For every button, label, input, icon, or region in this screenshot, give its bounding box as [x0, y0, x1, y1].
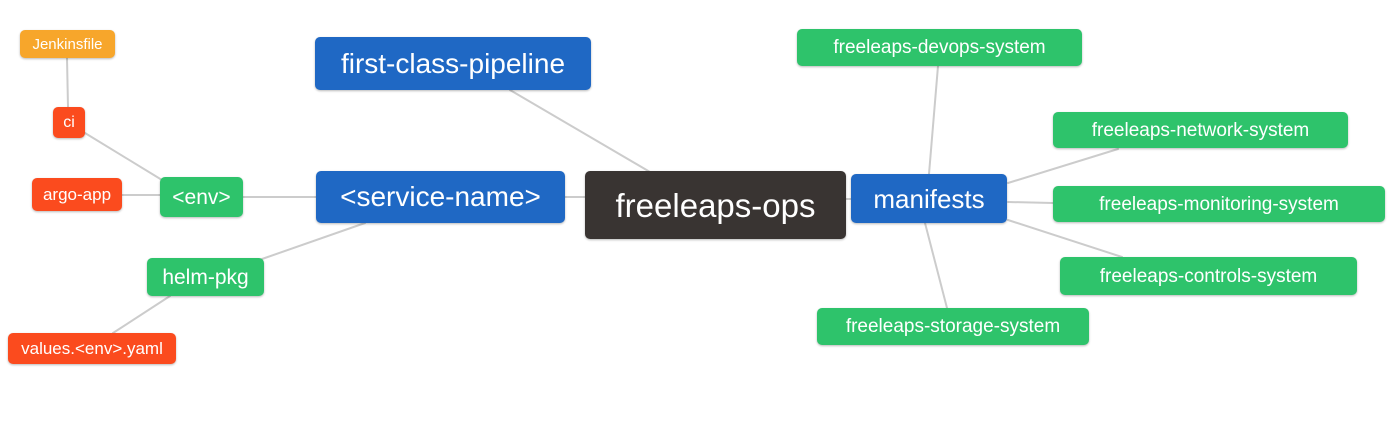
edge-manifests-storage	[924, 222, 948, 309]
edge-jenkinsfile-ci	[66, 57, 69, 108]
node-jenkinsfile[interactable]: Jenkinsfile	[20, 30, 115, 58]
node-ci[interactable]: ci	[53, 107, 85, 138]
node-freeleaps-ops[interactable]: freeleaps-ops	[585, 171, 846, 239]
node-controls-system[interactable]: freeleaps-controls-system	[1060, 257, 1357, 295]
node-argo-app[interactable]: argo-app	[32, 178, 122, 211]
edge-manifests-devops	[928, 65, 939, 175]
edge-ci-env	[84, 132, 163, 181]
node-manifests[interactable]: manifests	[851, 174, 1007, 223]
node-storage-system[interactable]: freeleaps-storage-system	[817, 308, 1089, 345]
node-devops-system[interactable]: freeleaps-devops-system	[797, 29, 1082, 66]
node-values-env-yaml[interactable]: values.<env>.yaml	[8, 333, 176, 364]
edge-manifests-monitoring	[1007, 201, 1054, 204]
node-helm-pkg[interactable]: helm-pkg	[147, 258, 264, 296]
node-service-name[interactable]: <service-name>	[316, 171, 565, 223]
node-first-class-pipeline[interactable]: first-class-pipeline	[315, 37, 591, 90]
edge-service-name-helm-pkg	[261, 222, 366, 260]
node-monitoring-system[interactable]: freeleaps-monitoring-system	[1053, 186, 1385, 222]
edge-manifests-network	[1007, 148, 1119, 184]
node-network-system[interactable]: freeleaps-network-system	[1053, 112, 1348, 148]
edge-manifests-controls	[1007, 219, 1123, 258]
node-env[interactable]: <env>	[160, 177, 243, 217]
edge-pipeline-ops	[509, 89, 651, 173]
edge-helm-pkg-values	[112, 295, 171, 334]
